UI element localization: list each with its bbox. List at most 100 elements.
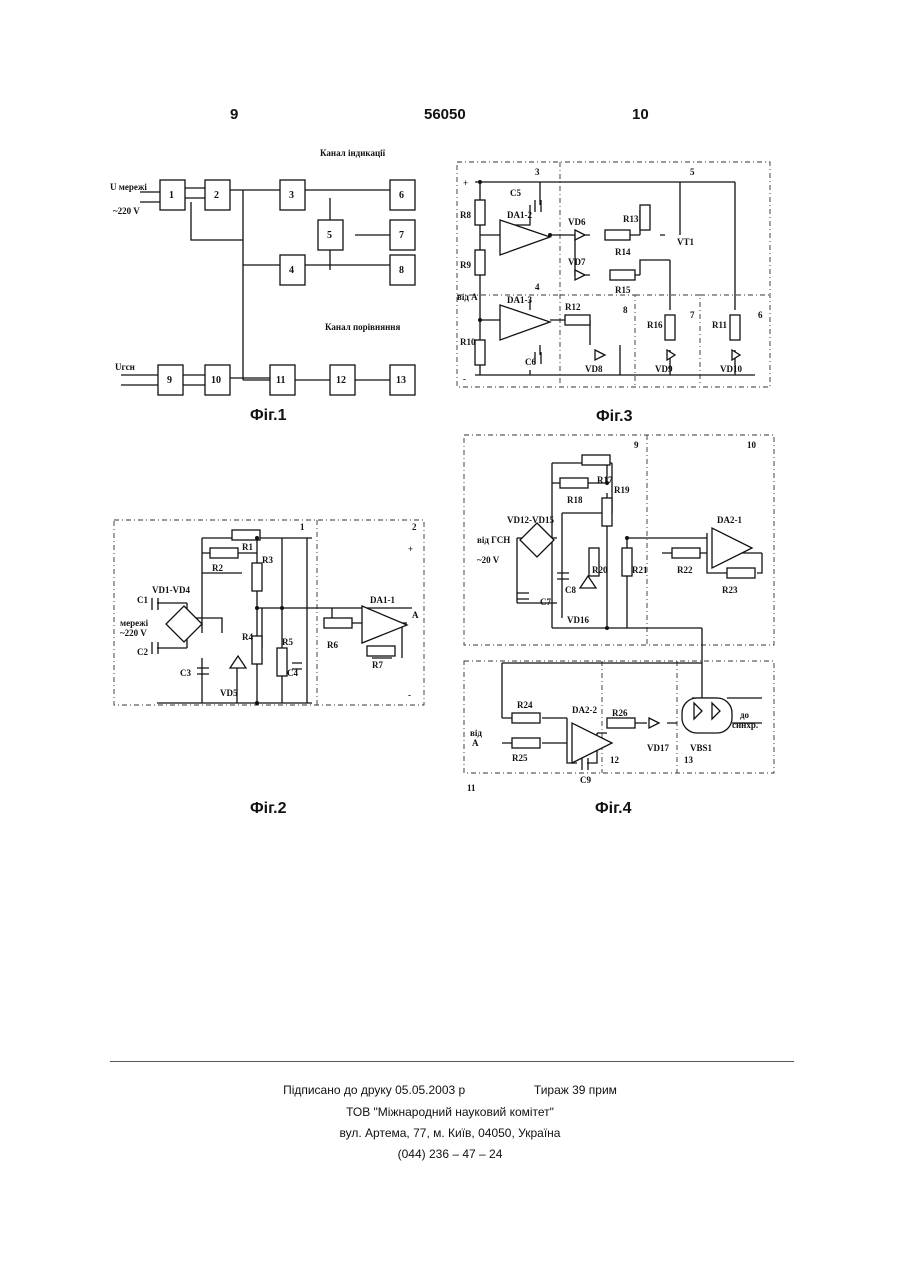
- fig4-r17: R17: [597, 475, 613, 485]
- fig4-vd16: VD16: [567, 615, 589, 625]
- fig3-r15: R15: [615, 285, 631, 295]
- fig1-block-13-label: 13: [396, 375, 406, 386]
- fig2-r5: R5: [282, 637, 293, 647]
- fig3-c6: C6: [525, 357, 536, 367]
- fig1-input-mains: U мережі: [110, 182, 147, 192]
- page-number-right: 10: [632, 106, 649, 123]
- fig1-block-3-label: 3: [289, 190, 294, 201]
- fig4-vd12-vd15: VD12-VD15: [507, 515, 554, 525]
- fig2-schematic: R1 R2 R3 R4 R5 R6 R7 C1 C2 C3 C4 VD1-VD4…: [112, 518, 432, 708]
- fig2-c3: C3: [180, 668, 191, 678]
- fig3-da12: DA1-2: [507, 210, 532, 220]
- fig3-section-6: 6: [758, 310, 763, 320]
- fig3-r8: R8: [460, 210, 471, 220]
- fig4-c9: C9: [580, 775, 591, 785]
- fig4-vd17: VD17: [647, 743, 669, 753]
- footer-line-1: Підписано до друку 05.05.2003 р Тираж 39…: [0, 1083, 900, 1097]
- fig2-c1: C1: [137, 595, 148, 605]
- fig2-section-2: 2: [412, 522, 417, 532]
- fig4-r22: R22: [677, 565, 693, 575]
- footer-signed: Підписано до друку 05.05.2003 р: [283, 1083, 465, 1097]
- fig3-input-a: від А: [457, 292, 478, 302]
- fig4-sync-to: до: [740, 710, 750, 720]
- fig3-da13: DA1-3: [507, 295, 532, 305]
- fig1-input-gsn: Uгсн: [115, 362, 135, 372]
- footer-print-run: Тираж 39 прим: [534, 1083, 617, 1097]
- fig2-r6: R6: [327, 640, 338, 650]
- fig2-c4: C4: [287, 668, 298, 678]
- fig4-da22: DA2-2: [572, 705, 597, 715]
- fig2-minus: -: [408, 690, 411, 700]
- fig4-section-11: 11: [467, 783, 476, 793]
- fig4-caption: Фіг.4: [595, 800, 632, 818]
- fig1-block-10-label: 10: [211, 375, 221, 386]
- fig4-r25: R25: [512, 753, 528, 763]
- fig4-c8: C8: [565, 585, 576, 595]
- fig1-caption: Фіг.1: [250, 407, 287, 425]
- footer-rule: [110, 1061, 794, 1062]
- fig2-c2: C2: [137, 647, 148, 657]
- fig1-block-6-label: 6: [399, 190, 404, 201]
- fig1-block-diagram: Канал індикації Канал порівняння U мереж…: [105, 140, 435, 405]
- fig3-r13: R13: [623, 214, 639, 224]
- fig3-section-4: 4: [535, 282, 540, 292]
- fig2-r7: R7: [372, 660, 383, 670]
- fig3-r11: R11: [712, 320, 728, 330]
- fig3-section-7: 7: [690, 310, 695, 320]
- fig2-caption: Фіг.2: [250, 800, 287, 818]
- fig4-r26: R26: [612, 708, 628, 718]
- fig2-r4: R4: [242, 632, 253, 642]
- fig3-vd7: VD7: [568, 257, 586, 267]
- fig2-r3: R3: [262, 555, 273, 565]
- fig3-vt1: VT1: [677, 237, 695, 247]
- fig3-minus: -: [463, 374, 466, 384]
- fig2-mains: мережі: [120, 618, 149, 628]
- fig1-input-voltage: ~220 V: [113, 206, 140, 216]
- fig1-block-11-label: 11: [276, 375, 285, 386]
- fig4-r19: R19: [614, 485, 630, 495]
- fig1-block-2-label: 2: [214, 190, 219, 201]
- fig3-section-5: 5: [690, 167, 695, 177]
- fig4-input-from: від: [470, 728, 482, 738]
- fig4-r18: R18: [567, 495, 583, 505]
- fig4-r21: R21: [632, 565, 648, 575]
- fig4-input-voltage: ~20 V: [477, 555, 500, 565]
- fig2-vd5: VD5: [220, 688, 238, 698]
- fig1-block-12-label: 12: [336, 375, 346, 386]
- fig2-output-a: A: [412, 610, 419, 620]
- fig4-r24: R24: [517, 700, 533, 710]
- footer-line-4: (044) 236 – 47 – 24: [0, 1147, 900, 1161]
- fig4-da21: DA2-1: [717, 515, 742, 525]
- fig4-input-a: А: [472, 738, 479, 748]
- page-number-left: 9: [230, 106, 238, 123]
- fig3-schematic: R8 R9 R10 R11 R12 R13 R14 R15 R16 C5 C6 …: [455, 160, 775, 390]
- fig3-plus: +: [463, 178, 468, 188]
- fig2-section-1: 1: [300, 522, 305, 532]
- fig4-c7: C7: [540, 597, 551, 607]
- fig4-section-9: 9: [634, 440, 639, 450]
- fig3-section-8: 8: [623, 305, 628, 315]
- fig4-section-10: 10: [747, 440, 757, 450]
- fig4-r20: R20: [592, 565, 608, 575]
- patent-number: 56050: [424, 106, 466, 123]
- fig3-r16: R16: [647, 320, 663, 330]
- fig3-r12: R12: [565, 302, 581, 312]
- fig4-input-gsn: від ГСН: [477, 535, 510, 545]
- fig3-r14: R14: [615, 247, 631, 257]
- fig2-plus: +: [408, 544, 413, 554]
- fig2-da11: DA1-1: [370, 595, 395, 605]
- fig3-vd9: VD9: [655, 364, 673, 374]
- fig1-block-1-label: 1: [169, 190, 174, 201]
- fig1-block-8-label: 8: [399, 265, 404, 276]
- fig2-r1: R1: [242, 542, 253, 552]
- footer-line-2: ТОВ "Міжнародний науковий комітет": [0, 1105, 900, 1119]
- fig3-section-3: 3: [535, 167, 540, 177]
- fig4-section-13: 13: [684, 755, 694, 765]
- fig3-r10: R10: [460, 337, 476, 347]
- fig4-r23: R23: [722, 585, 738, 595]
- fig4-section-12: 12: [610, 755, 620, 765]
- fig1-title-indication: Канал індикації: [320, 148, 386, 158]
- fig1-block-4-label: 4: [289, 265, 294, 276]
- fig3-caption: Фіг.3: [596, 408, 633, 426]
- fig2-r2: R2: [212, 563, 223, 573]
